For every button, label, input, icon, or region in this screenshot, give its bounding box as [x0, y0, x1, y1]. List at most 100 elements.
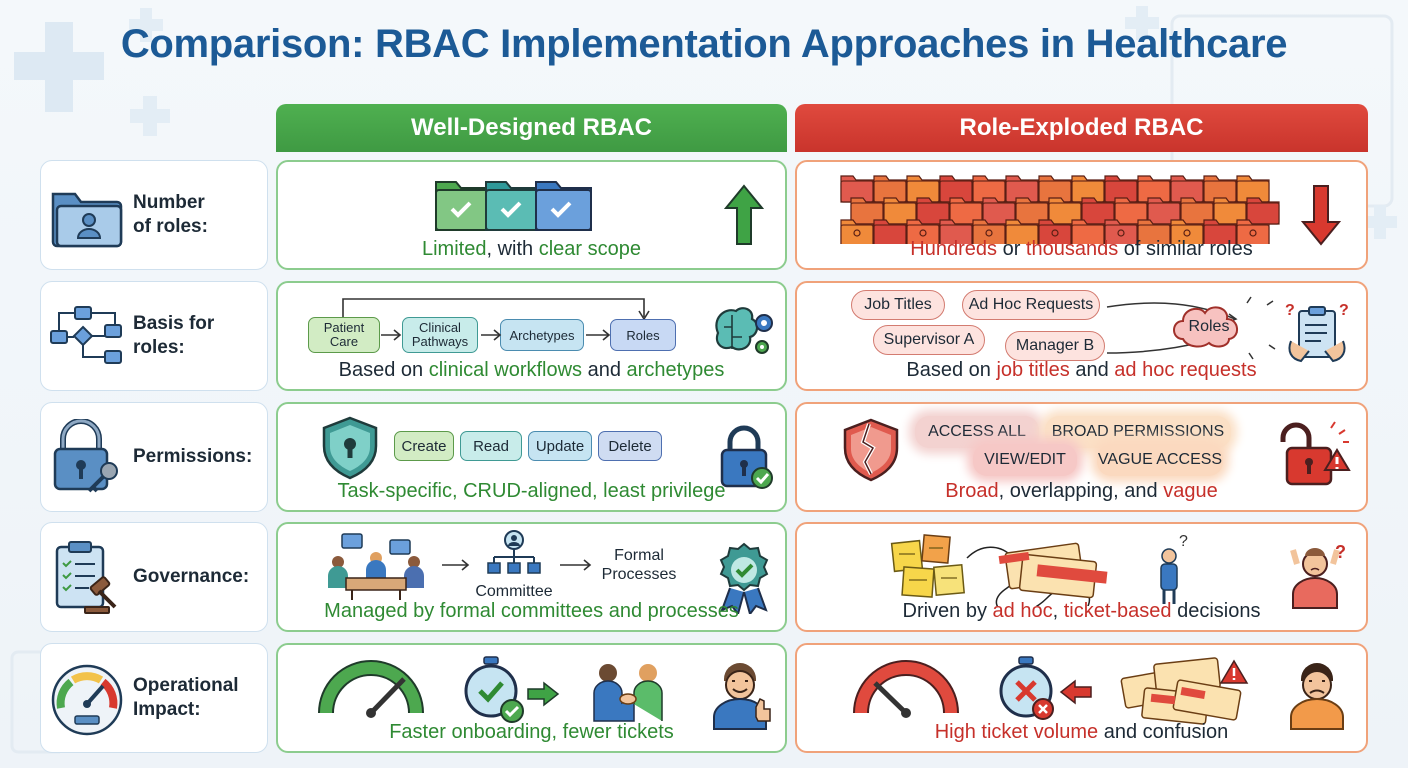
broken-shield-icon — [843, 418, 899, 482]
exploded-folder-15 — [916, 197, 950, 225]
column-header-well-designed: Well-Designed RBAC — [276, 104, 787, 152]
stressed-person-icon: ? — [1290, 542, 1346, 609]
cell-bad-governance: ? ? Driven by ad hoc, ticket-based decis… — [795, 522, 1368, 632]
cell-bad-operational-impact: High ticket volume and confusion — [795, 643, 1368, 753]
exploded-folder-19 — [1048, 197, 1082, 225]
svg-text:?: ? — [1285, 302, 1295, 319]
cell-good-operational-impact: Faster onboarding, fewer tickets — [276, 643, 787, 753]
arrow-left-icon — [1059, 679, 1092, 705]
exploded-folder-27 — [873, 219, 907, 244]
tag-broad-permissions: BROAD PERMISSIONS — [1045, 416, 1231, 448]
speedometer-slow-icon — [853, 660, 959, 718]
folder-user-icon — [41, 161, 133, 269]
exploded-folder-3 — [939, 175, 973, 203]
exploded-folder-11 — [1203, 175, 1237, 203]
cell-bad-permissions: ACCESS ALL BROAD PERMISSIONS VIEW/EDIT V… — [795, 402, 1368, 512]
tag-access-all: ACCESS ALL — [915, 416, 1039, 448]
clipboard-gavel-icon — [41, 523, 133, 631]
exploded-folder-5 — [1005, 175, 1039, 203]
bubble-supervisor-a: Supervisor A — [873, 325, 985, 355]
brain-gear-icon — [715, 307, 773, 354]
committee-meeting-icon — [328, 533, 424, 600]
exploded-folder-23 — [1180, 197, 1214, 225]
exploded-folder-7 — [1071, 175, 1105, 203]
svg-text:?: ? — [1335, 542, 1346, 562]
exploded-folder-9 — [1137, 175, 1171, 203]
row-label-operational-impact: Operational Impact: — [40, 643, 268, 753]
speedometer-fast-icon — [318, 660, 424, 718]
bubble-manager-b: Manager B — [1005, 331, 1105, 361]
exploded-folder-30 — [972, 219, 1006, 244]
roles-cloud-label: Roles — [1188, 318, 1230, 335]
handshake-icon — [593, 664, 663, 722]
column-header-role-exploded: Role-Exploded RBAC — [795, 104, 1368, 152]
shield-lock-icon — [322, 416, 378, 480]
confused-clipboard-icon: ? ? — [1285, 302, 1349, 363]
cell-good-governance: Committee Formal Processes Managed by fo… — [276, 522, 787, 632]
exploded-folder-34 — [1104, 219, 1138, 244]
exploded-folder-8 — [1104, 175, 1138, 203]
cell-good-permissions: Create Read Update Delete Task-specific,… — [276, 402, 787, 512]
exploded-folder-33 — [1071, 219, 1105, 244]
roles-cloud-icon — [1173, 306, 1238, 348]
row-label-basis-for-roles: Basis for roles: — [40, 281, 268, 391]
flow-step-clinical-pathways: Clinical Pathways — [402, 317, 478, 353]
ticket-pile-warning-icon — [1120, 657, 1249, 725]
exploded-folder-25 — [1246, 197, 1280, 225]
arrow-right-icon — [527, 681, 560, 707]
row-label-permissions: Permissions: — [40, 402, 268, 512]
crud-read: Read — [460, 431, 522, 461]
badge-check-icon — [719, 542, 769, 614]
cell-bad-number-of-roles: Hundreds or thousands of similar roles — [795, 160, 1368, 270]
svg-text:?: ? — [1179, 533, 1188, 550]
flow-step-patient-care: Patient Care — [308, 317, 380, 353]
crud-create: Create — [394, 431, 454, 461]
exploded-folder-10 — [1170, 175, 1204, 203]
stopwatch-x-icon — [999, 656, 1054, 720]
flow-step-archetypes: Archetypes — [500, 319, 584, 351]
flowchart-icon — [41, 282, 133, 390]
sticky-notes-tickets-icon: ? — [890, 533, 1188, 606]
cell-good-basis-for-roles: Patient Care Clinical Pathways Archetype… — [276, 281, 787, 391]
exploded-folder-14 — [883, 197, 917, 225]
crud-update: Update — [528, 431, 592, 461]
open-lock-warning-icon — [1280, 421, 1351, 486]
worried-person-icon — [1290, 663, 1344, 730]
folder-check-icons — [435, 181, 592, 231]
exploded-folder-18 — [1015, 197, 1049, 225]
exploded-folder-13 — [850, 197, 884, 225]
lock-check-icon — [720, 425, 773, 489]
exploded-folder-28 — [906, 219, 940, 244]
exploded-folders-icon — [840, 175, 1280, 244]
exploded-folder-36 — [1170, 219, 1204, 244]
committee-label: Committee — [475, 583, 553, 600]
org-chart-icon — [487, 530, 541, 574]
exploded-folder-37 — [1203, 219, 1237, 244]
cell-bad-basis-for-roles: Job Titles Ad Hoc Requests Supervisor A … — [795, 281, 1368, 391]
cell-good-number-of-roles: Limited, with clear scope — [276, 160, 787, 270]
exploded-folder-29 — [939, 219, 973, 244]
bubble-ad-hoc-requests: Ad Hoc Requests — [962, 290, 1100, 320]
exploded-folder-26 — [840, 219, 874, 244]
exploded-folder-31 — [1005, 219, 1039, 244]
flow-step-roles: Roles — [610, 319, 676, 351]
crud-delete: Delete — [598, 431, 662, 461]
flow-arrows — [381, 329, 611, 341]
arrow-down-icon — [1301, 185, 1341, 246]
exploded-folder-0 — [840, 175, 874, 203]
exploded-folder-32 — [1038, 219, 1072, 244]
stopwatch-check-icon — [464, 656, 524, 723]
happy-person-thumbs-up-icon — [713, 663, 771, 730]
exploded-folder-24 — [1213, 197, 1247, 225]
exploded-folder-38 — [1236, 219, 1270, 244]
bubble-job-titles: Job Titles — [851, 290, 945, 320]
row-label-governance: Governance: — [40, 522, 268, 632]
formal-processes-label: Formal Processes — [601, 547, 677, 583]
row-label-number-of-roles: Number of roles: — [40, 160, 268, 270]
exploded-folder-4 — [972, 175, 1006, 203]
tag-view-edit: VIEW/EDIT — [973, 444, 1077, 476]
exploded-folder-22 — [1147, 197, 1181, 225]
padlock-key-icon — [41, 403, 133, 511]
page-title: Comparison: RBAC Implementation Approach… — [120, 22, 1288, 66]
tag-vague-access: VAGUE ACCESS — [1097, 444, 1223, 476]
